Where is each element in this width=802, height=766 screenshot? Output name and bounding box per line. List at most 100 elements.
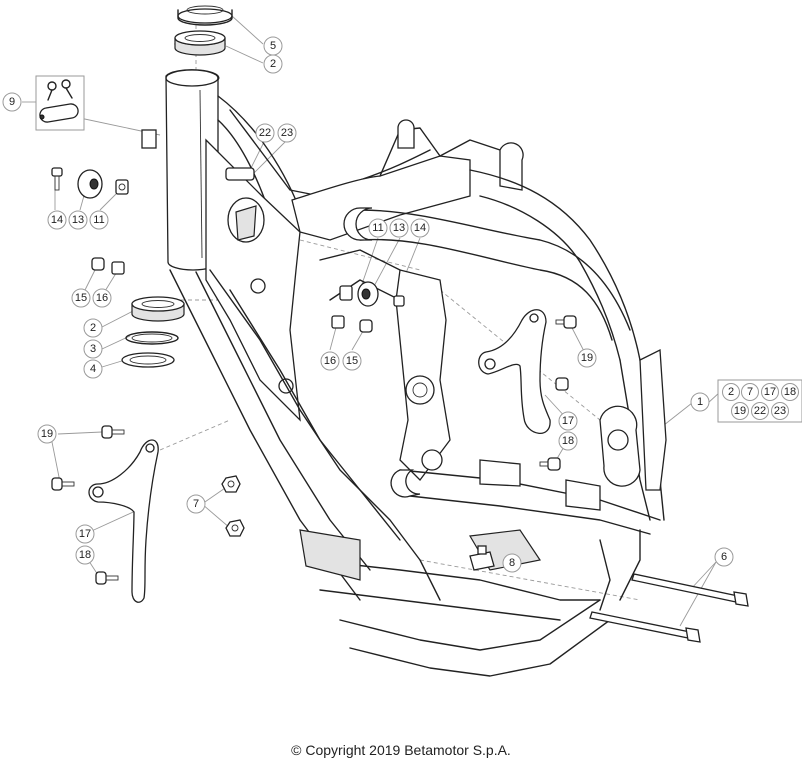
callout-16: 16 <box>92 288 112 308</box>
long-bolt-6-lower <box>589 611 701 643</box>
nut-16-left <box>111 261 125 275</box>
kit-callout-19: 19 <box>731 402 749 420</box>
callout-2-top: 2 <box>263 54 283 74</box>
seal-3 <box>125 331 179 345</box>
bolt-18-left <box>95 571 119 585</box>
callout-15-mid: 15 <box>342 351 362 371</box>
svg-text:7: 7 <box>193 498 199 510</box>
svg-text:19: 19 <box>41 428 53 440</box>
callout-7: 7 <box>186 494 206 514</box>
spacer-13-left <box>77 169 103 199</box>
svg-text:5: 5 <box>270 40 276 52</box>
callout-5: 5 <box>263 36 283 56</box>
svg-text:4: 4 <box>90 363 96 375</box>
callout-1: 1 <box>690 392 710 412</box>
bolt-18-right <box>539 457 561 471</box>
kit-box: 2 7 17 18 19 22 23 <box>717 379 802 423</box>
svg-text:2: 2 <box>270 58 276 70</box>
callout-8: 8 <box>502 553 522 573</box>
callout-11: 11 <box>89 210 109 230</box>
svg-text:3: 3 <box>90 343 96 355</box>
svg-text:17: 17 <box>79 528 91 540</box>
callout-16-mid: 16 <box>320 351 340 371</box>
svg-text:6: 6 <box>721 551 727 563</box>
callout-23: 23 <box>277 123 297 143</box>
callout-4: 4 <box>83 359 103 379</box>
bolt-15-mid <box>359 319 373 333</box>
callout-11-mid: 11 <box>368 218 388 238</box>
svg-text:23: 23 <box>774 405 786 417</box>
callout-22: 22 <box>255 123 275 143</box>
svg-text:15: 15 <box>75 292 87 304</box>
bolt-14-mid <box>393 295 405 307</box>
bracket-17-right <box>478 309 551 434</box>
svg-text:16: 16 <box>96 292 108 304</box>
svg-text:7: 7 <box>747 386 753 398</box>
bolt-14-left <box>51 167 63 191</box>
svg-text:18: 18 <box>562 435 574 447</box>
callout-18-left: 18 <box>75 545 95 565</box>
nut-7-lower <box>225 519 245 537</box>
copyright-notice: © Copyright 2019 Betamotor S.p.A. <box>291 742 511 758</box>
svg-text:19: 19 <box>581 352 593 364</box>
svg-text:14: 14 <box>414 222 426 234</box>
svg-text:22: 22 <box>754 405 766 417</box>
kit-callout-23: 23 <box>771 402 789 420</box>
long-bolt-6-upper <box>631 573 749 607</box>
svg-text:8: 8 <box>509 557 515 569</box>
svg-text:23: 23 <box>281 127 293 139</box>
callout-2-mid: 2 <box>83 318 103 338</box>
callout-19-left: 19 <box>37 424 57 444</box>
svg-text:2: 2 <box>728 386 734 398</box>
svg-text:22: 22 <box>259 127 271 139</box>
nut-16-mid <box>331 315 345 329</box>
svg-text:13: 13 <box>393 222 405 234</box>
callout-6: 6 <box>714 547 734 567</box>
callout-14: 14 <box>47 210 67 230</box>
svg-text:17: 17 <box>764 386 776 398</box>
ring-4 <box>121 352 175 368</box>
callout-17-left: 17 <box>75 524 95 544</box>
frame <box>141 69 667 677</box>
callout-15: 15 <box>71 288 91 308</box>
svg-text:18: 18 <box>79 549 91 561</box>
svg-text:11: 11 <box>372 222 383 234</box>
lock-kit <box>35 75 85 131</box>
spacer-13-mid <box>357 281 379 307</box>
callout-3: 3 <box>83 339 103 359</box>
svg-text:1: 1 <box>697 396 703 408</box>
svg-text:13: 13 <box>72 214 84 226</box>
steering-bearing-upper <box>174 30 226 56</box>
clip-8 <box>469 545 495 571</box>
callout-9: 9 <box>2 92 22 112</box>
svg-text:2: 2 <box>90 322 96 334</box>
kit-callout-2: 2 <box>722 383 740 401</box>
bolt-19-left-bottom <box>51 477 75 491</box>
callout-13-mid: 13 <box>389 218 409 238</box>
callout-18-right: 18 <box>558 431 578 451</box>
svg-text:15: 15 <box>346 355 358 367</box>
nut-11-left <box>115 179 129 195</box>
kit-callout-7: 7 <box>741 383 759 401</box>
bolt-19-mid <box>555 377 569 391</box>
svg-text:11: 11 <box>93 214 104 226</box>
bolt-15-left <box>91 257 105 271</box>
svg-text:16: 16 <box>324 355 336 367</box>
kit-callout-18: 18 <box>781 383 799 401</box>
svg-text:19: 19 <box>734 405 746 417</box>
svg-text:18: 18 <box>784 386 796 398</box>
callout-17-right: 17 <box>558 411 578 431</box>
bracket-17-left <box>88 439 159 603</box>
svg-text:17: 17 <box>562 415 574 427</box>
svg-text:9: 9 <box>9 96 15 108</box>
svg-text:14: 14 <box>51 214 63 226</box>
nut-11-mid <box>339 285 353 301</box>
steering-bearing-top <box>177 5 233 26</box>
bearing-2-lower <box>131 296 185 322</box>
callout-13: 13 <box>68 210 88 230</box>
callout-19-right: 19 <box>577 348 597 368</box>
nut-7-upper <box>221 475 241 493</box>
callout-14-mid: 14 <box>410 218 430 238</box>
kit-callout-17: 17 <box>761 383 779 401</box>
